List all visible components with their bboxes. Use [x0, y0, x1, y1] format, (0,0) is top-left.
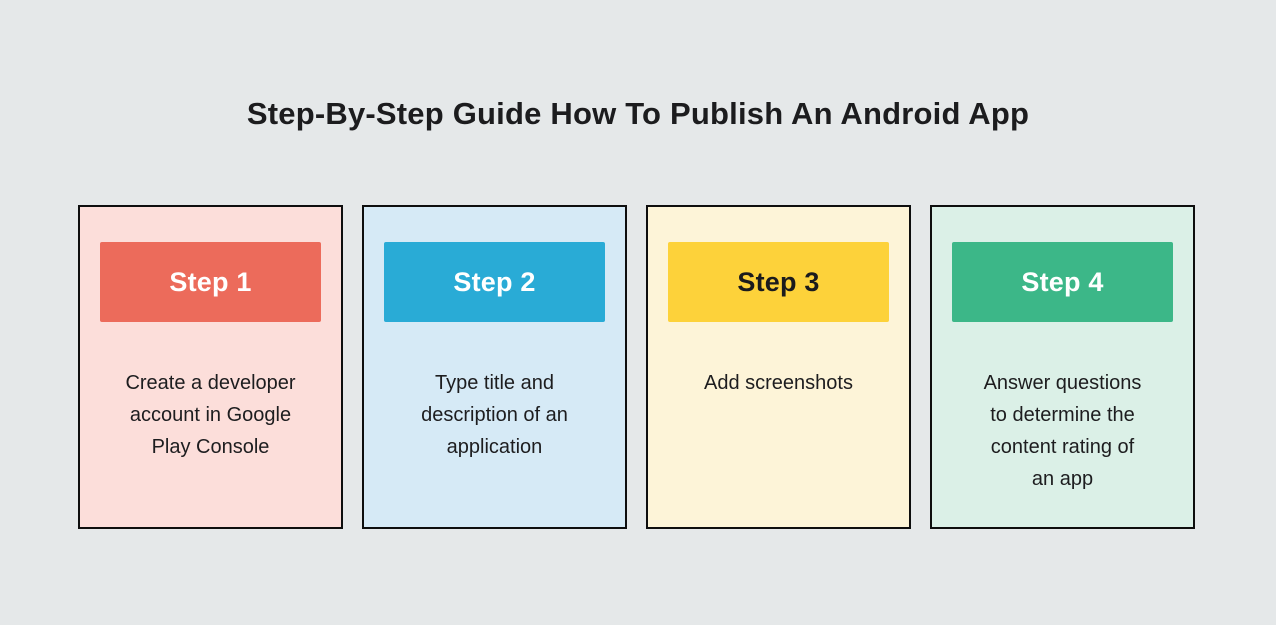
steps-row: Step 1 Create a developer account in Goo…: [78, 205, 1195, 529]
step-card-3: Step 3 Add screenshots: [646, 205, 911, 529]
step-1-label: Step 1: [169, 266, 252, 297]
step-1-band: Step 1: [100, 242, 321, 322]
step-4-label: Step 4: [1021, 266, 1104, 297]
step-card-4: Step 4 Answer questions to determine the…: [930, 205, 1195, 529]
step-2-label: Step 2: [453, 266, 536, 297]
step-card-2: Step 2 Type title and description of an …: [362, 205, 627, 529]
step-3-description: Add screenshots: [704, 372, 853, 394]
step-card-1: Step 1 Create a developer account in Goo…: [78, 205, 343, 529]
step-1-description: Create a developer account in Google Pla…: [125, 372, 296, 458]
step-2-band: Step 2: [384, 242, 605, 322]
infographic-title: Step-By-Step Guide How To Publish An And…: [246, 96, 1030, 131]
step-4-band: Step 4: [952, 242, 1173, 322]
step-3-band: Step 3: [668, 242, 889, 322]
step-4-description: Answer questions to determine the conten…: [983, 372, 1142, 490]
step-3-label: Step 3: [737, 266, 820, 297]
step-2-description: Type title and description of an applica…: [421, 372, 568, 458]
